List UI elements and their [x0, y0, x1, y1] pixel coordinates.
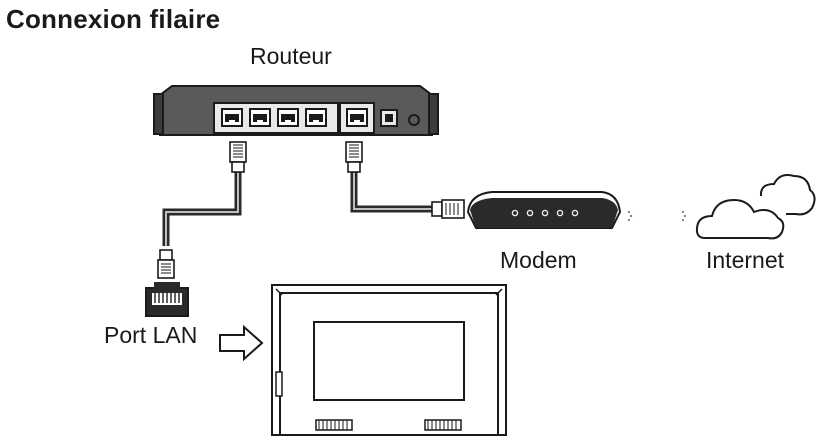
cable-router-to-tv: [162, 172, 242, 246]
ethernet-plug-icon: [157, 249, 175, 279]
ethernet-plug-icon: [345, 141, 363, 173]
modem-label: Modem: [500, 247, 577, 273]
internet-label: Internet: [706, 247, 784, 273]
router-icon: [153, 85, 439, 136]
ethernet-plug-icon: [229, 141, 247, 173]
diagram-title: Connexion filaire: [6, 4, 221, 34]
cable-router-to-modem: [350, 172, 434, 213]
modem-icon: [466, 191, 622, 229]
tv-back-icon: [271, 284, 507, 436]
router-label: Routeur: [250, 43, 332, 69]
arrow-right-icon: [219, 324, 264, 362]
signal-dots: [627, 210, 687, 222]
cloud-icon: [695, 174, 816, 240]
lan-socket-icon: [145, 282, 189, 317]
ethernet-plug-icon: [431, 199, 465, 219]
lan-port-label: Port LAN: [104, 322, 198, 348]
